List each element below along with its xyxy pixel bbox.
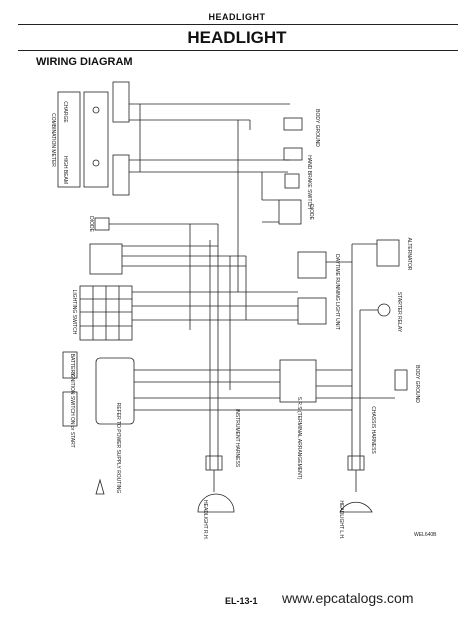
diode-left-label: DIODE [88, 216, 94, 233]
diode-right-label: DIODE [308, 204, 314, 221]
instrument-harness-label: INSTRUMENT HARNESS [234, 409, 240, 468]
headlight-rh-connector [205, 455, 223, 471]
battery-label: BATTERY [69, 354, 75, 377]
header-rule [18, 24, 458, 25]
combination-meter-connector [83, 91, 109, 188]
drl-unit-connector-bottom [297, 297, 327, 325]
up-arrow [95, 478, 105, 495]
lighting-switch-connector [89, 243, 123, 275]
charge-lamp-symbol [92, 106, 100, 114]
headlight-lh-label: HEADLIGHT L.H. [338, 500, 344, 539]
alternator-box [376, 239, 400, 267]
drl-unit-connector-top [297, 251, 327, 279]
fuse-block [95, 357, 135, 425]
lighting-switch-label: LIGHTING SWITCH [71, 290, 77, 335]
chassis-harness-label: CHASSIS HARNESS [370, 406, 376, 454]
headlight-lh-lamp [339, 501, 373, 513]
body-ground-top-label: BODY GROUND [314, 109, 320, 147]
fuse-note-label: REFER TO POWER SUPPLY ROUTING [115, 403, 121, 494]
headlight-rh-lamp [197, 493, 235, 513]
starter-relay-symbol [377, 303, 391, 317]
diagram-subtitle: WIRING DIAGRAM [36, 56, 133, 68]
battery-box [62, 351, 78, 379]
headlight-rh-label: HEADLIGHT R.H. [202, 500, 208, 540]
headlight-lh-connector [347, 455, 365, 471]
body-ground-right-box [394, 369, 408, 391]
high-beam-lamp-symbol [92, 159, 100, 167]
diode-right-box [278, 199, 302, 225]
meter-connector-bottom [112, 154, 130, 196]
body-ground-connector-top [283, 117, 303, 131]
combination-meter-box [57, 91, 81, 188]
ignition-switch-box [62, 391, 78, 427]
body-ground-right-label: BODY GROUND [414, 365, 420, 403]
starter-relay-label: STARTER RELAY [396, 292, 402, 333]
combination-meter-label: COMBINATION METER [50, 113, 56, 167]
page-number: EL-13-1 [225, 596, 258, 606]
drl-unit-label: DAYTIME RUNNING LIGHT UNIT [334, 254, 340, 330]
footer-url[interactable]: www.epcatalogs.com [282, 590, 414, 606]
alternator-label: ALTERNATOR [406, 238, 412, 271]
body-ground-connector-2 [283, 147, 303, 161]
chassis-connector [279, 359, 317, 403]
srs-note-label: S.R.S (TERMINAL ARRANGEMENT) [296, 397, 302, 480]
hand-brake-switch-box [284, 173, 300, 189]
section-header: HEADLIGHT [208, 12, 266, 22]
page-title: HEADLIGHT [187, 28, 287, 47]
hand-brake-switch-label: HAND BRAKE SWITCH [306, 155, 312, 209]
ignition-switch-label: IGNITION SWITCH ON or START [69, 372, 75, 447]
diagram-code: WEL640B [414, 532, 437, 538]
meter-connector-top [112, 81, 130, 123]
diode-left-box [94, 217, 110, 231]
high-beam-label: HIGH BEAM [62, 156, 68, 184]
title-rule [18, 50, 458, 51]
charge-label: CHARGE [62, 101, 68, 123]
